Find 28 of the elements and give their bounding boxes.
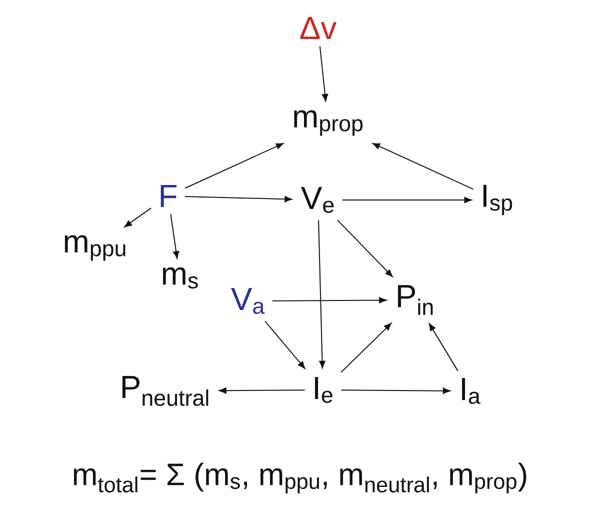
arrow — [319, 46, 328, 102]
arrow — [264, 320, 306, 369]
arrow — [318, 220, 326, 368]
variable-label: I$_{sp}$ — [483, 184, 512, 216]
variable-label: m$_{ppu}$ — [64, 235, 126, 261]
variable-label: Δv — [300, 17, 337, 39]
arrow — [372, 142, 474, 190]
variable-label: V$_{a}$ — [231, 288, 265, 314]
variable-label: F — [160, 185, 176, 207]
arrow — [342, 196, 472, 204]
arrow — [272, 297, 387, 304]
arrow — [218, 388, 306, 394]
arrow — [124, 208, 152, 228]
variable-label: m$_{prop}$ — [294, 110, 363, 136]
formula: m$_{total}$= Σ (m$_{s}$, m$_{ppu}$, m$_{neutral}$, m$_{prop}$) — [74, 462, 526, 494]
variable-label: I$_{e}$ — [315, 377, 332, 403]
variable-label: P$_{neutral}$ — [122, 376, 208, 406]
variable-label: P$_{in}$ — [398, 285, 433, 315]
arrow — [184, 196, 292, 202]
variable-label: m$_{s}$ — [162, 267, 198, 289]
variable-label: V$_{e}$ — [301, 187, 334, 213]
arrow — [340, 322, 392, 373]
variable-label: I$_{a}$ — [462, 378, 480, 404]
arrow — [428, 323, 458, 372]
arrow — [337, 220, 393, 278]
arrow — [340, 388, 450, 394]
arrow — [184, 143, 284, 189]
arrow — [170, 214, 180, 259]
